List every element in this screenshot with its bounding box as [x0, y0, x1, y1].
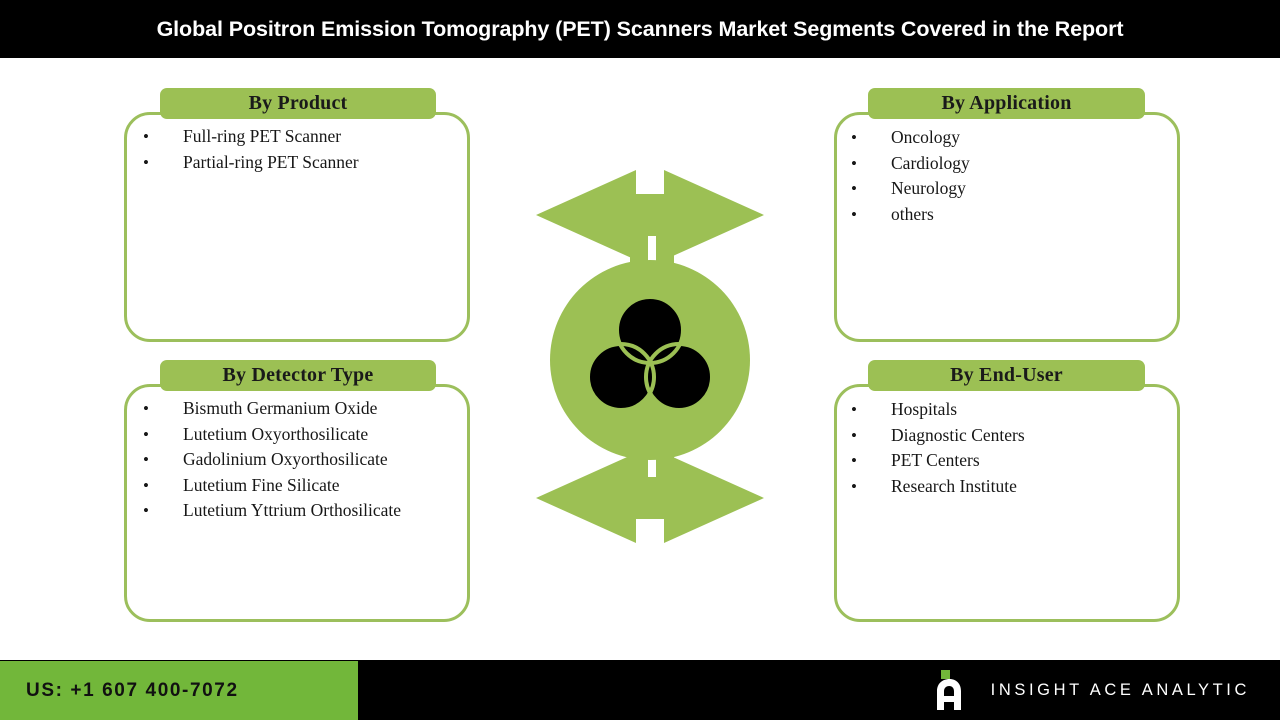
center-hub-graphic — [480, 160, 820, 560]
bullet-icon: • — [851, 451, 857, 471]
bullet-icon: • — [143, 424, 149, 444]
list-item: • Gadolinium Oxyorthosilicate — [143, 447, 463, 473]
bullet-icon: • — [851, 425, 857, 445]
arrow-bottom-right-shape — [652, 453, 764, 543]
bullet-icon: • — [143, 501, 149, 521]
bullet-icon: • — [143, 152, 149, 172]
list-item-label: Research Institute — [891, 475, 1017, 496]
list-item: • Partial-ring PET Scanner — [143, 150, 463, 176]
list-item-label: Hospitals — [891, 399, 958, 419]
list-item-label: Gadolinium Oxyorthosilicate — [183, 449, 388, 470]
list-item: • Full-ring PET Scanner — [143, 124, 463, 150]
bullet-icon: • — [851, 179, 857, 199]
list-item-label: Lutetium Oxyorthosilicate — [183, 423, 369, 444]
bullet-icon: • — [851, 476, 857, 496]
brand-name-label: INSIGHT ACE ANALYTIC — [990, 680, 1250, 699]
list-item: • Research Institute — [851, 474, 1171, 500]
bullet-icon: • — [143, 450, 149, 470]
list-item: • Lutetium Oxyorthosilicate — [143, 422, 463, 448]
arrow-top-shaft — [630, 194, 670, 236]
list-item-label: Partial-ring PET Scanner — [183, 151, 359, 172]
list-item: • Oncology — [851, 125, 1171, 151]
segment-card-application — [834, 112, 1180, 342]
title-bar: Global Positron Emission Tomography (PET… — [0, 0, 1280, 58]
segment-heading-label: By Detector Type — [222, 364, 374, 386]
list-item-label: PET Centers — [891, 450, 980, 471]
segment-list-detector: • Bismuth Germanium Oxide • Lutetium Oxy… — [143, 396, 463, 524]
bullet-icon: • — [143, 475, 149, 495]
page-title: Global Positron Emission Tomography (PET… — [156, 16, 1124, 41]
arrow-bottom-shaft — [630, 477, 670, 519]
bullet-icon: • — [143, 399, 149, 418]
list-item: • Bismuth Germanium Oxide — [143, 396, 463, 422]
list-item: • Diagnostic Centers — [851, 423, 1171, 449]
bullet-icon: • — [851, 153, 857, 173]
list-item: • Lutetium Yttrium Orthosilicate — [143, 498, 463, 524]
segment-heading-enduser: By End-User — [868, 360, 1145, 391]
list-item: • Neurology — [851, 176, 1171, 202]
arrow-bottom-left-shape — [536, 453, 648, 543]
segment-heading-product: By Product — [160, 88, 436, 119]
segment-list-application: • Oncology • Cardiology • Neurology • ot… — [851, 125, 1171, 227]
bullet-icon: • — [851, 204, 857, 224]
segment-list-product: • Full-ring PET Scanner • Partial-ring P… — [143, 124, 463, 175]
segment-heading-application: By Application — [868, 88, 1145, 119]
segment-list-enduser: • Hospitals • Diagnostic Centers • PET C… — [851, 397, 1171, 499]
list-item: • Lutetium Fine Silicate — [143, 473, 463, 499]
arrow-top-right-shape — [652, 170, 764, 260]
list-item-label: Diagnostic Centers — [891, 424, 1025, 445]
segment-heading-label: By Application — [941, 92, 1072, 114]
segment-heading-detector: By Detector Type — [160, 360, 436, 391]
list-item: • others — [851, 202, 1171, 228]
list-item-label: Cardiology — [891, 152, 970, 173]
bullet-icon: • — [143, 127, 149, 146]
segment-heading-label: By End-User — [950, 364, 1063, 386]
list-item-label: Lutetium Yttrium Orthosilicate — [183, 500, 402, 521]
venn-three-circles-icon — [586, 295, 714, 412]
segment-heading-label: By Product — [248, 92, 348, 114]
footer-phone-number: US: +1 607 400-7072 — [26, 679, 239, 701]
segment-card-enduser — [834, 384, 1180, 622]
list-item: • Cardiology — [851, 151, 1171, 177]
bullet-icon: • — [851, 128, 857, 147]
footer-phone-band: US: +1 607 400-7072 — [0, 661, 358, 720]
list-item: • Hospitals — [851, 397, 1171, 423]
arrow-top-left-shape — [536, 170, 648, 260]
list-item-label: Bismuth Germanium Oxide — [183, 398, 378, 418]
brand-lockup: INSIGHT ACE ANALYTIC — [927, 660, 1250, 720]
list-item-label: Full-ring PET Scanner — [183, 126, 342, 146]
list-item: • PET Centers — [851, 448, 1171, 474]
list-item-label: others — [891, 203, 934, 224]
list-item-label: Neurology — [891, 178, 966, 199]
list-item-label: Lutetium Fine Silicate — [183, 474, 340, 495]
segment-card-detector — [124, 384, 470, 622]
bullet-icon: • — [851, 400, 857, 419]
list-item-label: Oncology — [891, 127, 961, 147]
insight-ace-a-logo-icon — [927, 667, 973, 713]
